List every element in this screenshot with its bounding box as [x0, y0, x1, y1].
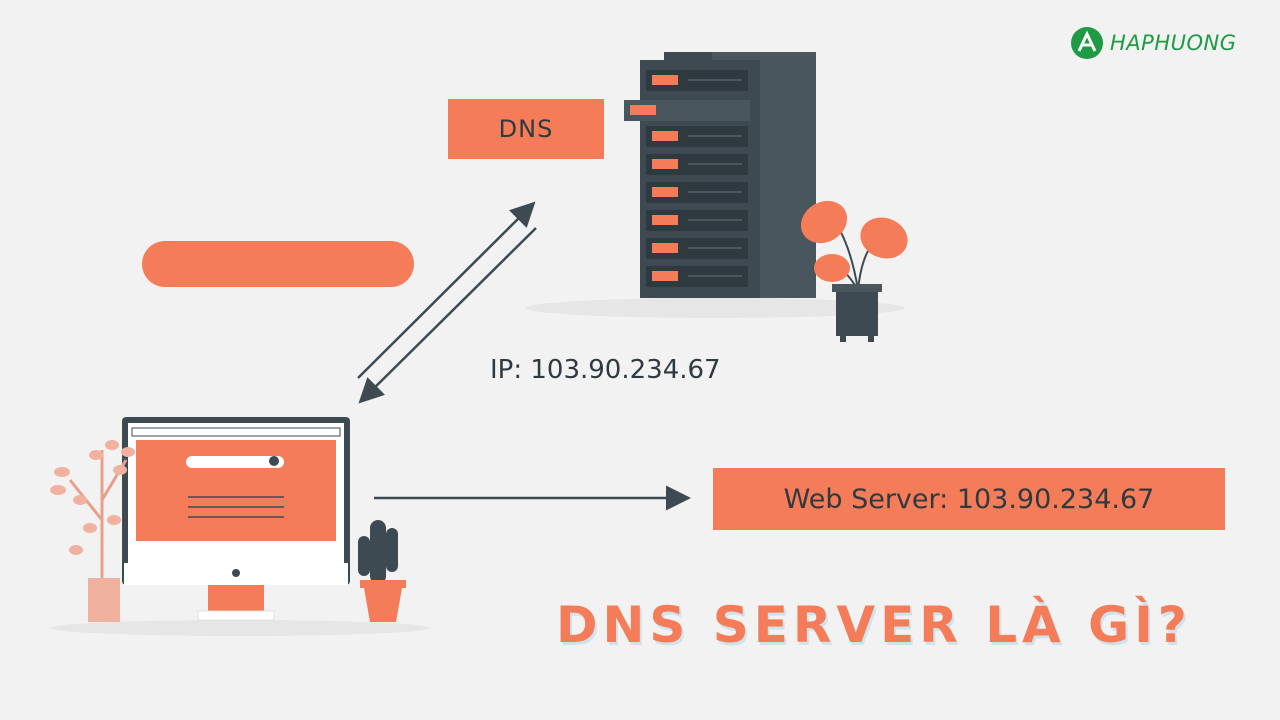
dns-label: DNS — [498, 115, 554, 143]
computer-floor-shadow — [50, 620, 430, 636]
plant-icon — [50, 440, 135, 622]
logo-mark-icon — [1071, 27, 1103, 59]
web-server-label: Web Server: 103.90.234.67 — [783, 483, 1155, 515]
logo-text: HAPHUONG — [1110, 31, 1237, 55]
request-arrow — [357, 201, 536, 379]
response-arrow — [358, 227, 537, 404]
server-rack-icon — [624, 52, 816, 298]
ip-label: IP: 103.90.234.67 — [490, 355, 721, 385]
server-floor-shadow — [525, 298, 905, 318]
monitor-icon — [122, 417, 350, 621]
web-server-label-box: Web Server: 103.90.234.67 — [713, 468, 1225, 530]
logo: HAPHUONG — [1070, 26, 1237, 60]
dns-label-box: DNS — [448, 99, 604, 159]
monstera-plant-icon — [800, 200, 908, 342]
cactus-icon — [358, 520, 406, 622]
page-title: DNS SERVER LÀ GÌ? — [556, 596, 1192, 654]
empty-label-pill — [142, 241, 414, 287]
